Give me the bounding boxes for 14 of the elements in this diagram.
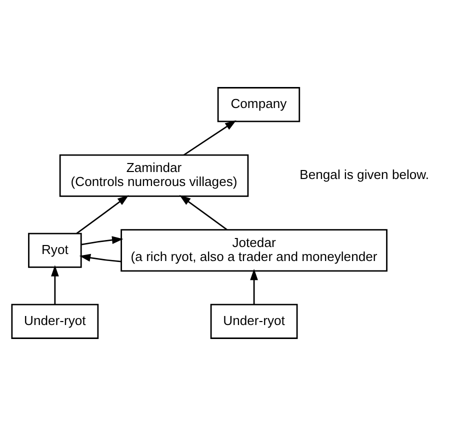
arrow <box>81 236 124 246</box>
arrow <box>250 268 258 304</box>
node-box: Under-ryot <box>11 304 99 339</box>
label: Bengal is given below. <box>300 167 430 182</box>
node-box: Under-ryot <box>210 304 298 339</box>
node-box: Company <box>217 87 300 122</box>
arrow <box>183 120 236 156</box>
node-box: Zamindar (Controls numerous villages) <box>59 154 249 197</box>
arrow <box>51 265 59 304</box>
node-box: Jotedar (a rich ryot, also a trader and moneylender <box>120 229 388 272</box>
arrow <box>179 195 228 230</box>
arrow <box>76 195 129 234</box>
arrow <box>79 254 122 262</box>
node-box: Ryot <box>28 232 82 268</box>
